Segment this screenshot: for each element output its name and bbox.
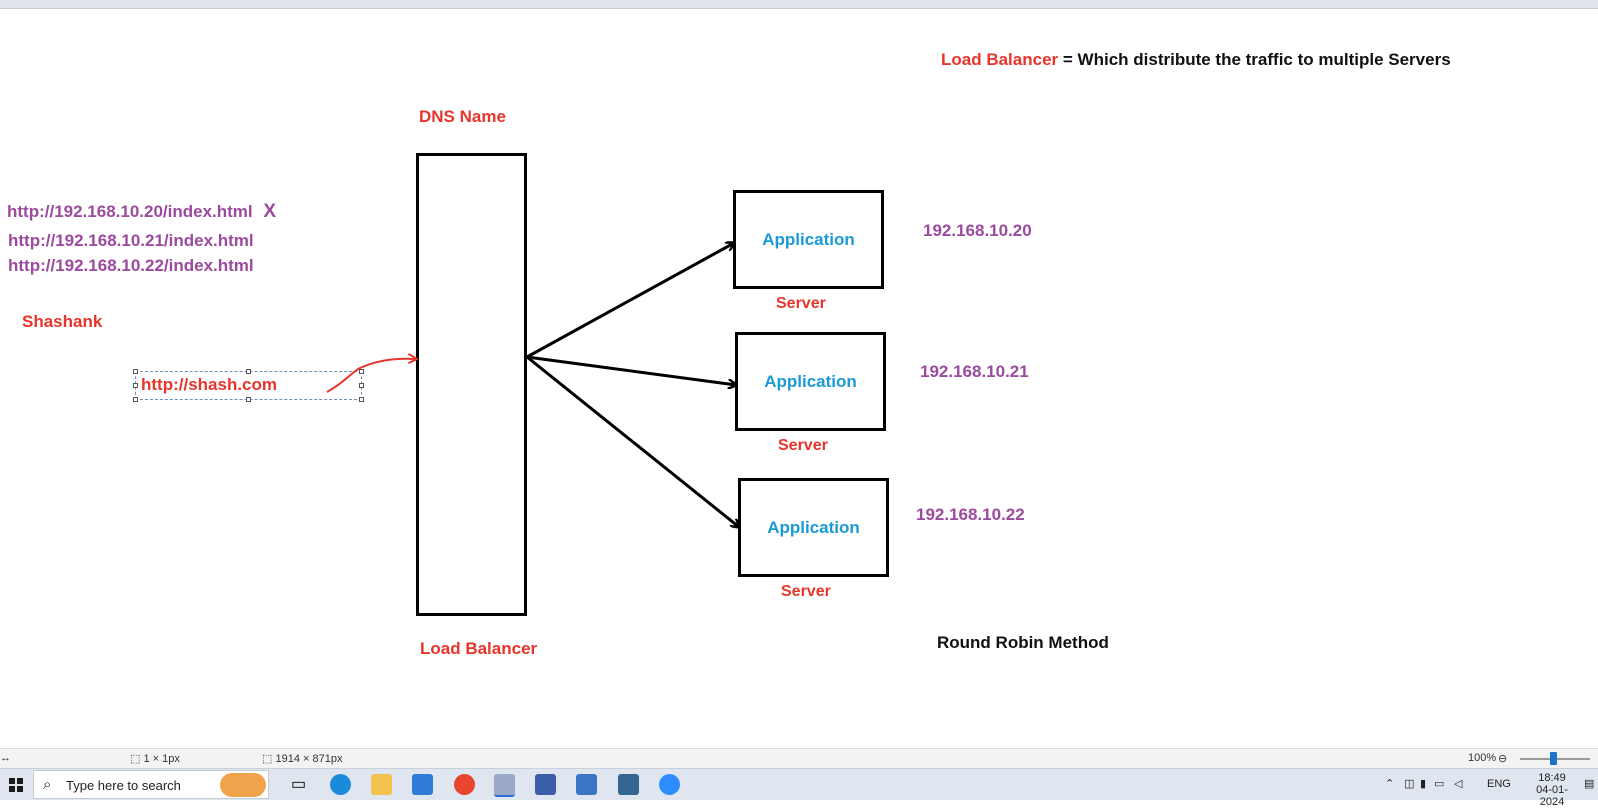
zoom-slider-thumb[interactable]	[1550, 752, 1557, 765]
clock-time: 18:49	[1538, 772, 1566, 784]
dns-name-label: DNS Name	[419, 107, 506, 126]
server-ip-label: 192.168.10.21	[920, 362, 1029, 381]
application-box: Application	[738, 478, 889, 577]
edge-icon[interactable]	[330, 774, 351, 795]
zoom-icon[interactable]	[659, 774, 680, 795]
task-view-icon[interactable]: ▭	[290, 776, 307, 793]
ip-url-item: http://192.168.10.22/index.html	[8, 256, 254, 275]
postgres-icon[interactable]	[618, 774, 639, 795]
ip-url-item: http://192.168.10.20/index.html X	[7, 201, 276, 223]
zoom-level: 100%	[1468, 752, 1497, 764]
application-box: Application	[733, 190, 884, 289]
selection-icon: ⬚	[130, 753, 141, 765]
move-arrow-icon: ↔	[0, 752, 11, 764]
search-highlight-image	[220, 773, 266, 797]
heading-load-balancer-term: Load Balancer	[941, 50, 1059, 69]
image-size-icon: ⬚	[262, 753, 273, 765]
resize-handle[interactable]	[246, 397, 251, 402]
server-label: Server	[781, 583, 831, 600]
paint-canvas-top-edge	[0, 0, 1598, 9]
load-balancer-box	[416, 153, 527, 616]
drawing-canvas[interactable]	[0, 9, 1598, 729]
ip-url-item: http://192.168.10.21/index.html	[8, 231, 254, 250]
paint-status-bar: ↔ ⬚ 1 × 1px ⬚ 1914 × 871px 100% ⊖	[0, 748, 1598, 768]
clock-date: 04-01-2024	[1536, 784, 1568, 808]
application-label: Application	[764, 371, 857, 391]
app-icon[interactable]	[535, 774, 556, 795]
image-size-indicator: ⬚ 1914 × 871px	[262, 752, 342, 765]
resize-handle[interactable]	[359, 383, 364, 388]
resize-handle[interactable]	[133, 383, 138, 388]
server-label: Server	[776, 295, 826, 312]
file-explorer-icon[interactable]	[371, 774, 392, 795]
cross-mark-icon: X	[263, 201, 277, 222]
clock[interactable]: 18:49 04-01-2024	[1532, 772, 1572, 808]
selection-size-text: 1 × 1px	[143, 753, 180, 765]
chrome-icon[interactable]	[454, 774, 475, 795]
image-size-text: 1914 × 871px	[275, 753, 343, 765]
heading-definition: = Which distribute the traffic to multip…	[1062, 50, 1451, 69]
search-placeholder: Type here to search	[66, 778, 181, 793]
resize-handle[interactable]	[133, 369, 138, 374]
ip-url-text: http://192.168.10.20/index.html	[7, 202, 253, 221]
resize-handle[interactable]	[359, 369, 364, 374]
round-robin-label: Round Robin Method	[937, 633, 1109, 652]
store-icon[interactable]	[412, 774, 433, 795]
zoom-out-icon[interactable]: ⊖	[1498, 753, 1508, 765]
url-text[interactable]: http://shash.com	[141, 375, 278, 394]
windows-start-icon[interactable]	[9, 778, 23, 792]
taskbar-search-box[interactable]: ⌕ Type here to search	[33, 770, 269, 799]
server-label: Server	[778, 437, 828, 454]
diagram-heading: Load Balancer = Which distribute the tra…	[941, 50, 1451, 70]
resize-handle[interactable]	[133, 397, 138, 402]
microphone-icon[interactable]: ▮	[1420, 778, 1427, 790]
network-status-icon[interactable]: ▭	[1434, 778, 1445, 790]
application-box: Application	[735, 332, 886, 431]
server-ip-label: 192.168.10.20	[923, 221, 1032, 240]
tray-app-icon[interactable]: ◫	[1404, 778, 1415, 790]
resize-handle[interactable]	[246, 369, 251, 374]
application-label: Application	[762, 229, 855, 249]
selection-size-indicator: ⬚ 1 × 1px	[130, 752, 180, 765]
network-icon[interactable]	[576, 774, 597, 795]
search-icon: ⌕	[43, 776, 52, 793]
load-balancer-label: Load Balancer	[420, 639, 538, 658]
server-ip-label: 192.168.10.22	[916, 505, 1025, 524]
paint-icon[interactable]	[494, 774, 515, 797]
user-name-label: Shashank	[22, 312, 103, 331]
volume-icon[interactable]: ◁	[1454, 778, 1463, 790]
windows-taskbar: ⌕ Type here to search ▭ ⌃ ◫ ▮ ▭ ◁ ENG 18…	[0, 768, 1598, 808]
language-indicator[interactable]: ENG	[1487, 778, 1511, 790]
tray-chevron-icon[interactable]: ⌃	[1385, 778, 1395, 790]
notification-icon[interactable]: ▤	[1584, 778, 1595, 790]
application-label: Application	[767, 517, 860, 537]
resize-handle[interactable]	[359, 397, 364, 402]
